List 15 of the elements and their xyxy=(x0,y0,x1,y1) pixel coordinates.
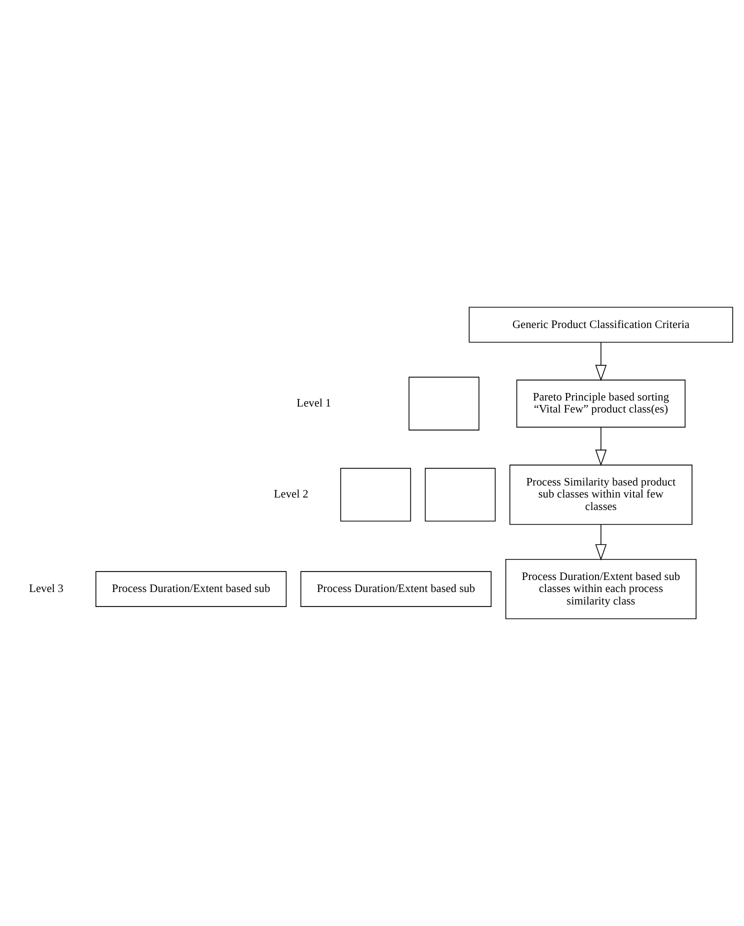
label: Level 1 xyxy=(296,398,332,410)
node-box xyxy=(340,468,412,522)
label: Level 3 xyxy=(29,583,64,596)
node-box: Generic Product Classification Criteria xyxy=(468,306,734,343)
arrow xyxy=(595,342,607,382)
node-box: Process Duration/Extent based sub classes within each process similarity class xyxy=(505,558,696,620)
label: Level 2 xyxy=(274,488,308,501)
arrow xyxy=(595,426,607,466)
node-box: Process Duration/Extent based sub xyxy=(95,571,287,607)
node-box xyxy=(408,376,480,430)
node-box: Pareto Principle based sorting “Vital Few” product class(es) xyxy=(516,380,686,428)
arrow xyxy=(595,524,607,560)
node-box xyxy=(424,468,496,522)
node-box: Process Similarity based product sub classes within vital few classes xyxy=(509,464,692,525)
node-box: Process Duration/Extent based sub xyxy=(300,571,492,607)
